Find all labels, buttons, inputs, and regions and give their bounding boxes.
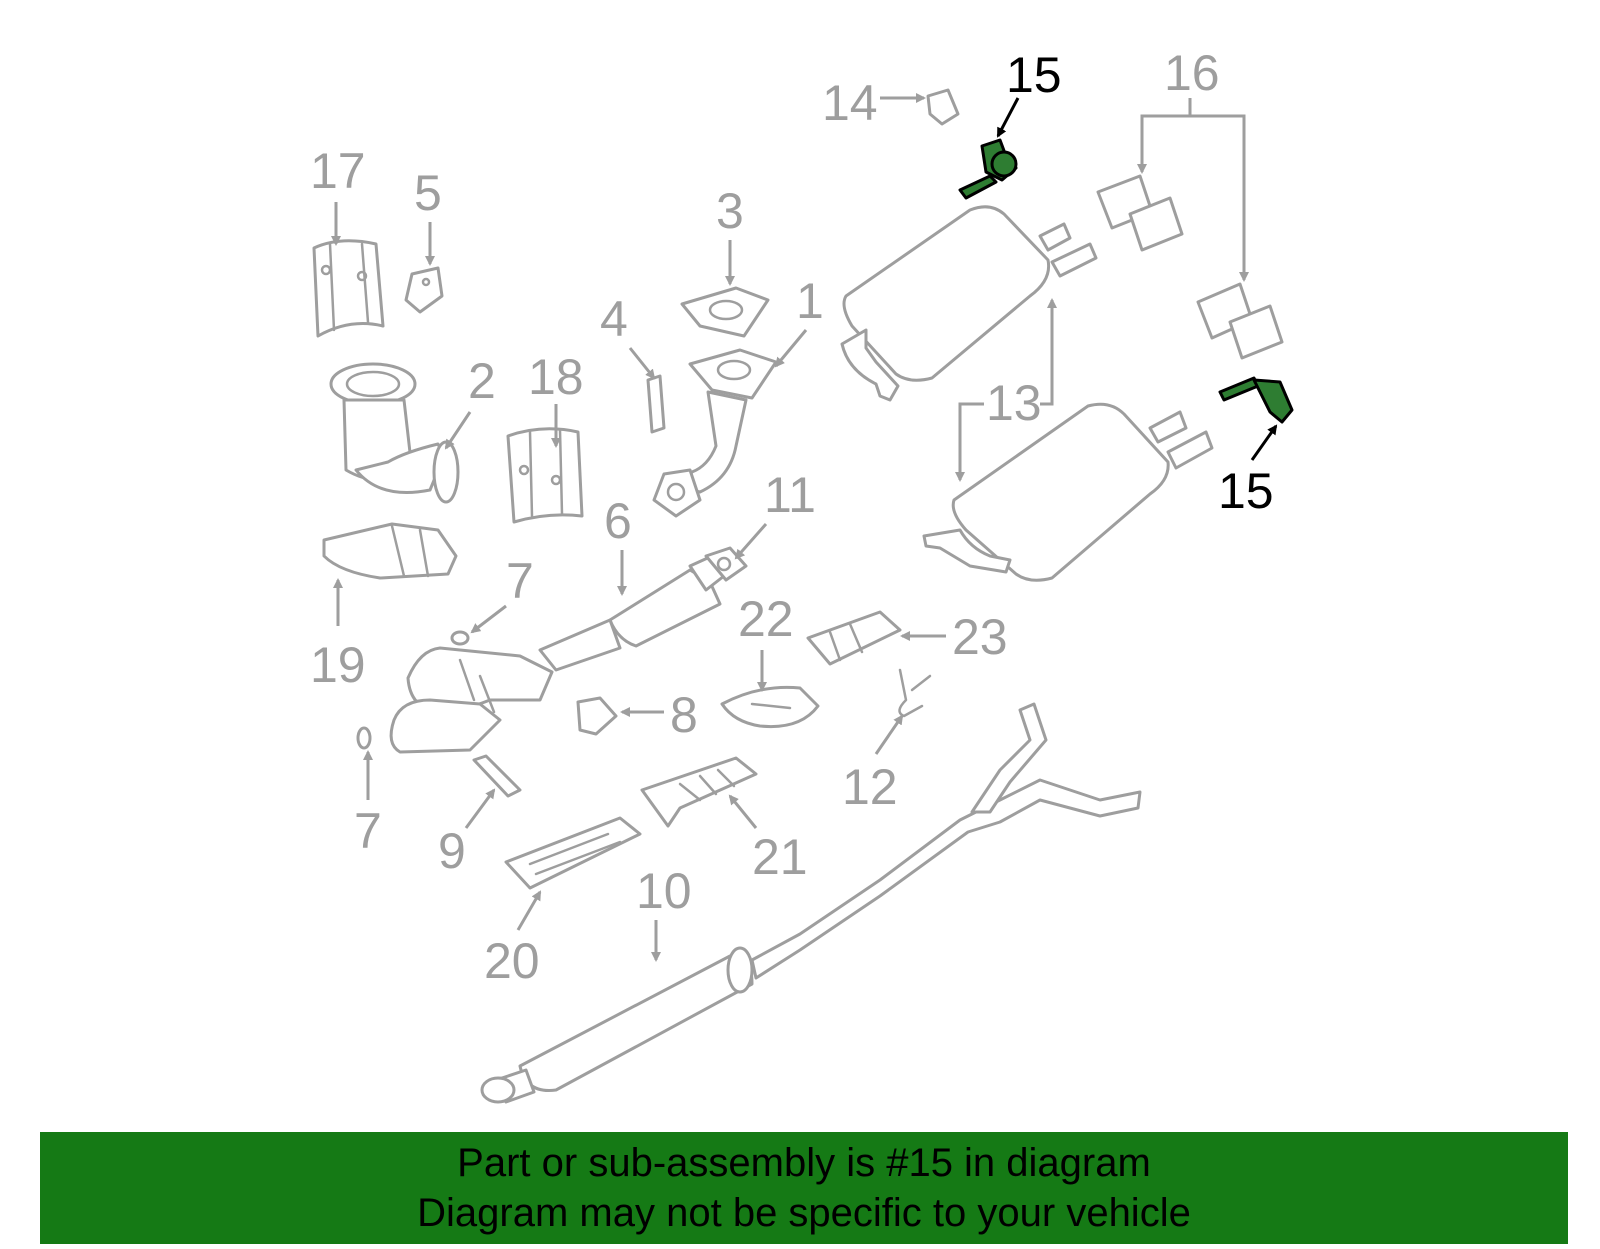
part-7-gasket-lower: [356, 726, 372, 750]
label-9: 9: [438, 823, 466, 879]
part-1-front-pipe: [652, 348, 778, 518]
part-23-heat-shield: [806, 610, 902, 666]
part-22-heat-shield: [720, 685, 820, 729]
label-4: 4: [600, 291, 628, 347]
part-14-clip: [926, 88, 960, 126]
label-2: 2: [468, 353, 496, 409]
label-7-lower: 7: [354, 803, 382, 859]
part-17-heat-shield: [312, 239, 385, 338]
label-15-lower: 15: [1218, 463, 1274, 519]
part-20-heat-shield: [504, 816, 642, 890]
part-5-bracket: [404, 266, 444, 314]
label-8: 8: [670, 687, 698, 743]
part-13-muffler-lower: [922, 402, 1214, 582]
part-2-catalytic-converter: [329, 362, 460, 504]
label-21: 21: [752, 829, 808, 885]
part-8-clamp: [576, 696, 618, 736]
label-10: 10: [636, 863, 692, 919]
part-9-hanger: [472, 754, 522, 798]
part-labels: 17 5 2 18 19 3 4 1 6 11 7 7 8 9 22 23 12…: [310, 45, 1274, 989]
part-15-hanger-lower: [1218, 376, 1294, 424]
part-10-center-pipe: [480, 702, 1142, 1104]
banner-disclaimer: Diagram may not be specific to your vehi…: [417, 1191, 1191, 1235]
info-banner: Part or sub-assembly is #15 in diagram D…: [40, 1132, 1568, 1244]
label-12: 12: [842, 759, 898, 815]
label-20: 20: [484, 933, 540, 989]
label-19: 19: [310, 637, 366, 693]
part-4-bracket: [646, 374, 666, 434]
label-1: 1: [796, 273, 824, 329]
part-3-gasket: [680, 286, 770, 338]
part-6-converter-pipe: [389, 554, 726, 754]
label-13: 13: [986, 375, 1042, 431]
leader-lines: [331, 93, 1278, 962]
part-16-exhaust-tips-upper: [1096, 174, 1184, 252]
label-6: 6: [604, 493, 632, 549]
label-17: 17: [310, 143, 366, 199]
part-19-heat-shield: [322, 522, 458, 580]
label-11: 11: [764, 467, 816, 523]
label-15-upper: 15: [1006, 47, 1062, 103]
label-18: 18: [528, 349, 584, 405]
label-16: 16: [1164, 45, 1220, 101]
label-5: 5: [414, 165, 442, 221]
part-18-heat-shield: [506, 427, 584, 524]
label-14: 14: [822, 75, 878, 131]
part-16-exhaust-tips-lower: [1196, 282, 1284, 360]
part-13-muffler-upper: [840, 205, 1098, 402]
label-3: 3: [716, 183, 744, 239]
part-12-hanger: [898, 668, 932, 718]
part-15-hanger-upper: [958, 138, 1018, 200]
part-21-heat-shield: [640, 756, 758, 828]
label-23: 23: [952, 609, 1008, 665]
banner-part-note: Part or sub-assembly is #15 in diagram: [457, 1141, 1151, 1185]
part-7-gasket-upper: [450, 630, 470, 646]
label-22: 22: [738, 591, 794, 647]
label-7-upper: 7: [506, 553, 534, 609]
